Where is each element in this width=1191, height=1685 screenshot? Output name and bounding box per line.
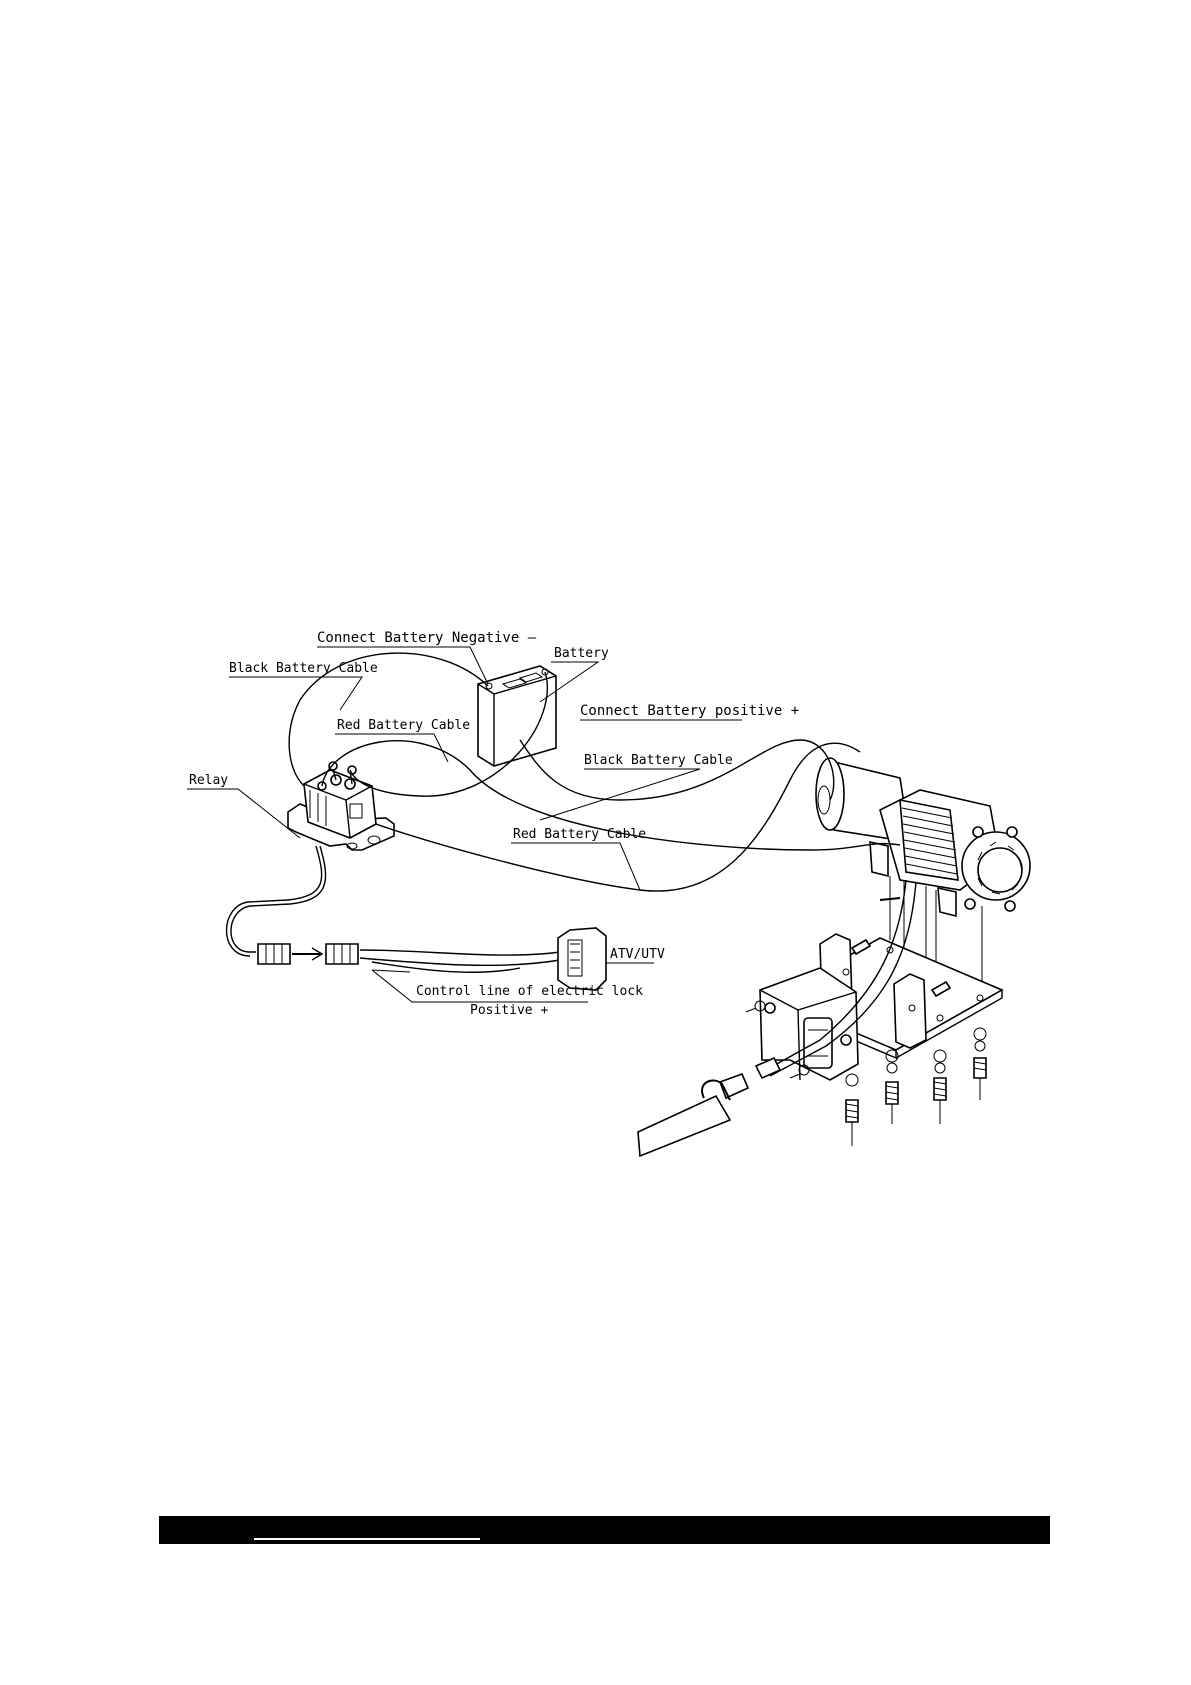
label-connect-positive: Connect Battery positive +: [580, 703, 799, 719]
label-black-cable-1: Black Battery Cable: [229, 661, 378, 676]
label-positive: Positive +: [470, 1003, 548, 1018]
label-black-cable-2: Black Battery Cable: [584, 753, 733, 768]
label-battery: Battery: [554, 646, 609, 661]
label-connect-negative: Connect Battery Negative –: [317, 630, 537, 646]
footer-underline: [254, 1538, 480, 1540]
label-atv-utv: ATV/UTV: [610, 947, 665, 962]
atv-switch-icon: [360, 928, 606, 990]
battery-icon: [478, 666, 556, 766]
label-red-cable-1: Red Battery Cable: [337, 718, 470, 733]
label-control-line: Control line of electric lock: [416, 984, 643, 999]
connector-plug-icon: [258, 944, 358, 964]
label-red-cable-2: Red Battery Cable: [513, 827, 646, 842]
label-relay: Relay: [189, 773, 228, 788]
relay-icon: [288, 762, 394, 850]
